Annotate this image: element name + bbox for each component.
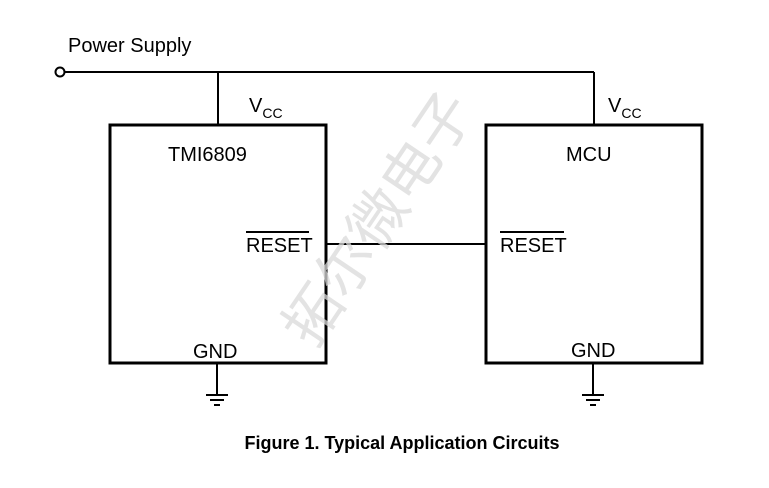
right-vcc-label: VCC — [608, 95, 642, 121]
tmi6809-chip-name: TMI6809 — [168, 144, 247, 166]
power-supply-terminal — [54, 66, 66, 78]
tmi6809-gnd-pin-label: GND — [193, 341, 237, 363]
tmi6809-reset-pin-label: RESET — [246, 235, 313, 257]
power-supply-label: Power Supply — [68, 35, 191, 57]
right-ground-icon — [582, 363, 604, 406]
left-vcc-label: VCC — [249, 95, 283, 121]
mcu-gnd-pin-label: GND — [571, 340, 615, 362]
figure-caption: Figure 1. Typical Application Circuits — [244, 433, 559, 453]
tmi6809-chip-box — [108, 123, 328, 365]
mcu-reset-pin-label: RESET — [500, 235, 567, 257]
left-ground-icon — [206, 363, 228, 406]
mcu-chip-name: MCU — [566, 144, 612, 166]
